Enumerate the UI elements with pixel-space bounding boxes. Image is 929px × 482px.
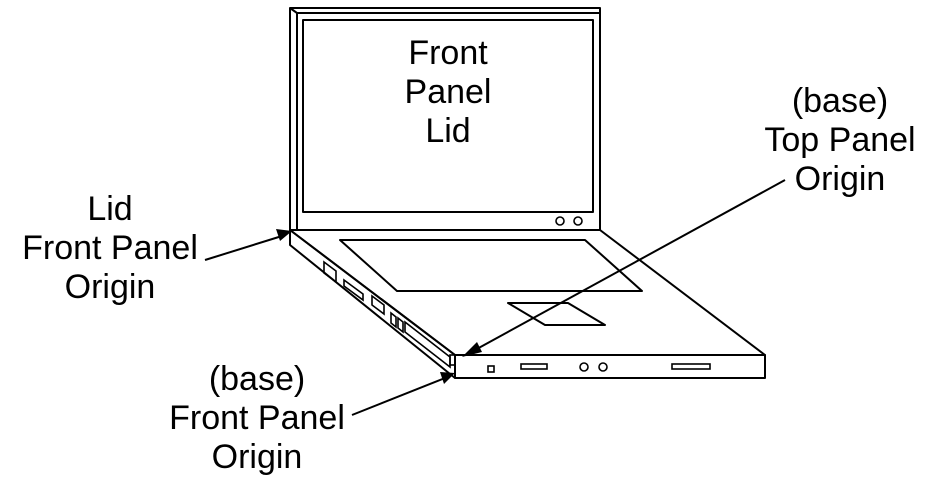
side-slot bbox=[404, 320, 451, 369]
keyboard-area bbox=[339, 239, 643, 292]
side-port-1 bbox=[323, 260, 337, 284]
front-jack-right bbox=[598, 362, 608, 372]
lid-screen-label-line-2: Panel bbox=[404, 73, 492, 111]
arrow-base-front-panel-origin bbox=[351, 377, 446, 416]
base-front-panel-origin-label-line-1: (base) bbox=[208, 360, 306, 398]
side-port-3 bbox=[371, 294, 385, 316]
lid-screen-label: Front Panel Lid bbox=[378, 34, 518, 151]
top-panel-origin-label: (base) Top Panel Origin bbox=[740, 82, 929, 199]
side-port-4 bbox=[390, 311, 397, 329]
lid-screen bbox=[302, 19, 594, 213]
top-panel-origin-label-line-2: Top Panel bbox=[764, 121, 916, 159]
top-panel-origin-label-line-3: Origin bbox=[794, 160, 886, 198]
pointer-arrows bbox=[204, 179, 786, 416]
lid-button-right bbox=[573, 216, 583, 226]
arrowhead-base-front-panel-origin bbox=[440, 372, 455, 384]
side-port-5 bbox=[397, 316, 404, 334]
arrow-top-panel-origin bbox=[474, 179, 786, 351]
top-panel-origin-label-line-1: (base) bbox=[791, 82, 889, 120]
base-front-panel-origin-label: (base) Front Panel Origin bbox=[152, 360, 362, 477]
side-port-2 bbox=[343, 278, 364, 302]
lid-front-panel-origin-label-line-3: Origin bbox=[64, 268, 156, 306]
laptop-base bbox=[289, 229, 766, 379]
lid-screen-label-line-1: Front bbox=[408, 34, 488, 72]
arrowhead-lid-front-panel-origin bbox=[276, 229, 292, 241]
side-port-6 bbox=[449, 354, 456, 366]
front-slot-right bbox=[671, 363, 711, 370]
front-jack-left bbox=[579, 362, 589, 372]
front-slot-left bbox=[520, 363, 548, 370]
lid-front-panel-origin-label: Lid Front Panel Origin bbox=[5, 190, 215, 307]
arrow-lid-front-panel-origin bbox=[204, 235, 283, 261]
arrowhead-top-panel-origin bbox=[462, 342, 482, 357]
front-indicator bbox=[487, 365, 495, 373]
lid-screen-label-line-3: Lid bbox=[425, 112, 471, 150]
base-front-panel-origin-label-line-3: Origin bbox=[211, 438, 303, 476]
lid-front-panel-origin-label-line-1: Lid bbox=[87, 190, 133, 228]
lid-button-left bbox=[555, 216, 565, 226]
base-front-panel-origin-label-line-2: Front Panel bbox=[169, 399, 345, 437]
lid-front-panel-origin-label-line-2: Front Panel bbox=[22, 229, 198, 267]
